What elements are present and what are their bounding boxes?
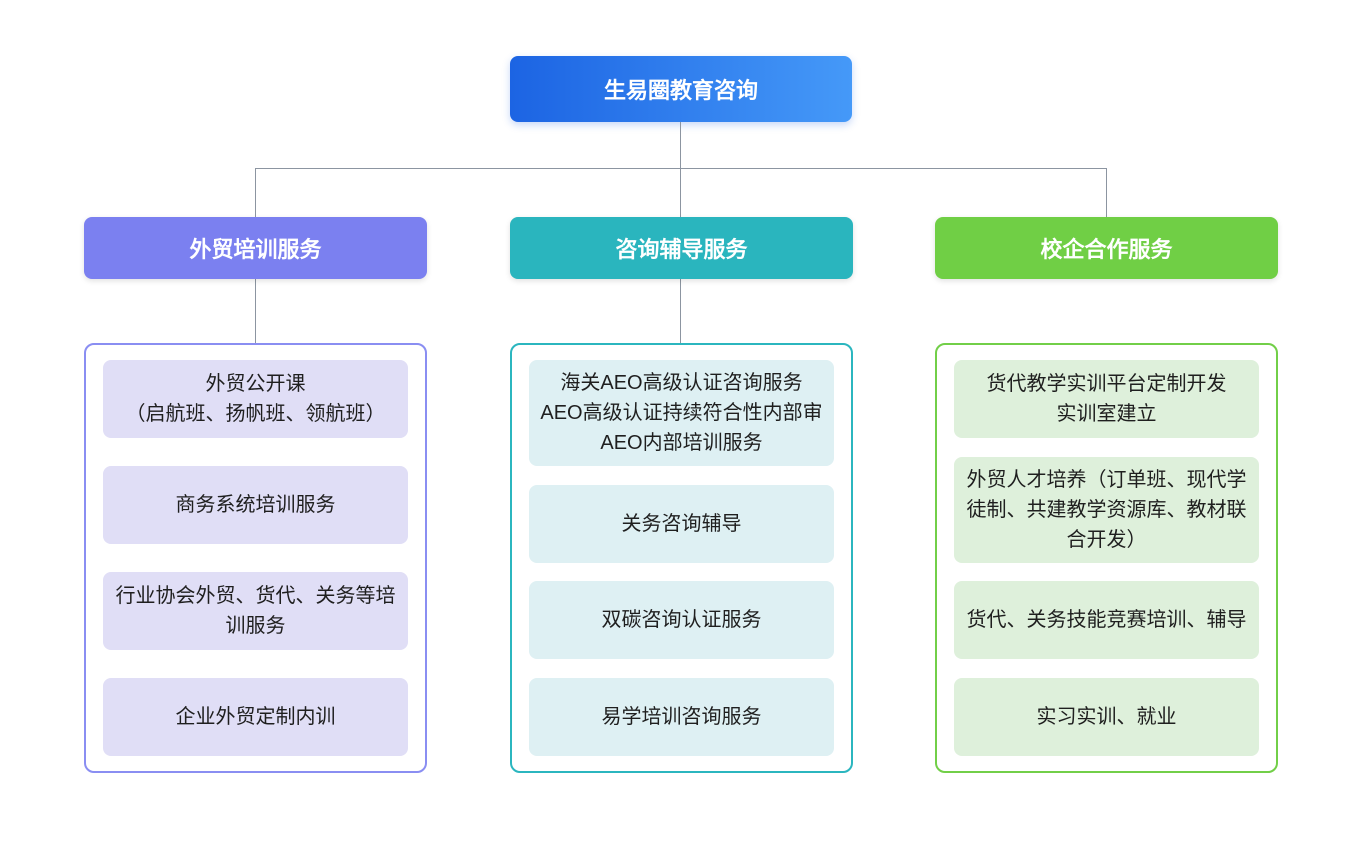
connector-drop-middle xyxy=(680,168,681,217)
branch-foreign-trade-training: 外贸培训服务 外贸公开课 （启航班、扬帆班、领航班） 商务系统培训服务 行业协会… xyxy=(84,217,427,773)
branch-body: 外贸公开课 （启航班、扬帆班、领航班） 商务系统培训服务 行业协会外贸、货代、关… xyxy=(84,343,427,773)
service-item: 企业外贸定制内训 xyxy=(103,678,408,756)
connector-drop-right xyxy=(1106,168,1107,217)
root-title: 生易圈教育咨询 xyxy=(603,78,758,103)
service-item: 外贸人才培养（订单班、现代学徒制、共建教学资源库、教材联合开发） xyxy=(954,456,1259,563)
service-item: 海关AEO高级认证咨询服务 AEO高级认证持续符合性内部审 AEO内部培训服务 xyxy=(529,360,834,466)
connector-middle-header-to-body xyxy=(680,279,681,343)
root-node: 生易圈教育咨询 xyxy=(510,56,852,122)
branch-header: 校企合作服务 xyxy=(935,217,1278,279)
branch-title: 咨询辅导服务 xyxy=(615,237,748,262)
branch-consulting-coaching: 咨询辅导服务 海关AEO高级认证咨询服务 AEO高级认证持续符合性内部审 AEO… xyxy=(510,217,853,773)
service-item: 外贸公开课 （启航班、扬帆班、领航班） xyxy=(103,360,408,438)
branch-title: 外贸培训服务 xyxy=(189,237,322,262)
connector-horizontal xyxy=(255,168,1107,169)
branch-body: 海关AEO高级认证咨询服务 AEO高级认证持续符合性内部审 AEO内部培训服务 … xyxy=(510,343,853,773)
service-item: 双碳咨询认证服务 xyxy=(529,581,834,660)
service-item: 商务系统培训服务 xyxy=(103,466,408,544)
service-item: 实习实训、就业 xyxy=(954,677,1259,756)
service-item: 行业协会外贸、货代、关务等培训服务 xyxy=(103,572,408,650)
connector-drop-left xyxy=(255,168,256,217)
branch-title: 校企合作服务 xyxy=(1040,237,1173,262)
branch-school-enterprise: 校企合作服务 货代教学实训平台定制开发 实训室建立 外贸人才培养（订单班、现代学… xyxy=(935,217,1278,773)
branch-header: 外贸培训服务 xyxy=(84,217,427,279)
branch-header: 咨询辅导服务 xyxy=(510,217,853,279)
service-item: 货代、关务技能竞赛培训、辅导 xyxy=(954,581,1259,660)
service-item: 货代教学实训平台定制开发 实训室建立 xyxy=(954,360,1259,438)
service-item: 易学培训咨询服务 xyxy=(529,677,834,756)
branch-body: 货代教学实训平台定制开发 实训室建立 外贸人才培养（订单班、现代学徒制、共建教学… xyxy=(935,343,1278,773)
connector-root-drop xyxy=(680,122,681,168)
connector-left-header-to-body xyxy=(255,279,256,343)
service-item: 关务咨询辅导 xyxy=(529,484,834,563)
